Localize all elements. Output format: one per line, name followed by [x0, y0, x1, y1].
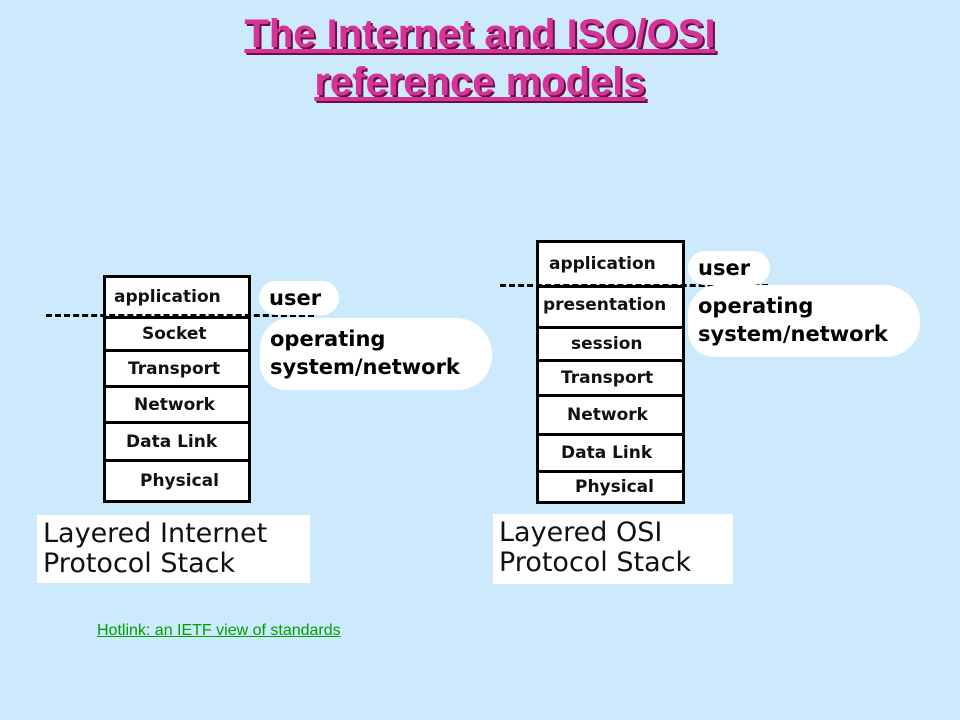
osi-user-kernel-boundary: [500, 284, 768, 287]
osi-layer-data-link: Data Link: [539, 436, 682, 470]
layer-label: presentation: [543, 295, 667, 315]
cloud-label-line2: system/network: [270, 355, 460, 379]
cloud-label-line1: operating: [698, 294, 814, 318]
cloud-label: user: [698, 256, 751, 280]
osi-layer-application: application: [539, 243, 682, 285]
osi-os-cloud: operating system/network: [688, 285, 920, 357]
slide-title-line2: reference models: [314, 60, 646, 104]
layer-label: Socket: [142, 324, 207, 344]
osi-protocol-stack: application presentation session Transpo…: [536, 240, 685, 504]
layer-label: session: [571, 334, 643, 354]
internet-user-kernel-boundary: [46, 314, 314, 317]
layer-label: Physical: [575, 477, 654, 497]
caption-line2: Protocol Stack: [43, 548, 236, 579]
layer-label: Transport: [128, 358, 221, 379]
cloud-label-line2: system/network: [698, 322, 888, 346]
internet-stack-caption: Layered Internet Protocol Stack: [37, 515, 310, 583]
layer-label: Network: [134, 394, 215, 415]
layer-label: application: [114, 287, 221, 307]
layer-label: Data Link: [561, 443, 653, 463]
ietf-standards-hotlink[interactable]: Hotlink: an IETF view of standards: [97, 622, 341, 639]
layer-label: Physical: [140, 471, 219, 491]
osi-layer-presentation: presentation: [539, 288, 682, 322]
internet-layer-application: application: [106, 278, 248, 316]
internet-os-cloud: operating system/network: [260, 318, 492, 390]
caption-line2: Protocol Stack: [499, 547, 692, 578]
layer-label: Network: [567, 405, 648, 425]
osi-user-cloud: user: [688, 251, 770, 285]
slide-title: The Internet and ISO/OSI reference model…: [0, 10, 960, 106]
osi-layer-network: Network: [539, 397, 682, 433]
internet-layer-socket: Socket: [106, 319, 248, 349]
slide-title-line1: The Internet and ISO/OSI: [244, 12, 716, 56]
caption-line1: Layered OSI: [499, 517, 663, 548]
osi-layer-transport: Transport: [539, 362, 682, 394]
internet-layer-network: Network: [106, 388, 248, 421]
osi-stack-caption: Layered OSI Protocol Stack: [493, 514, 733, 584]
internet-protocol-stack: application Socket Transport Network Dat…: [103, 275, 251, 503]
osi-layer-session: session: [539, 329, 682, 359]
layer-label: Data Link: [126, 431, 218, 452]
cloud-label: user: [269, 286, 322, 310]
osi-layer-physical: Physical: [539, 473, 682, 501]
layer-label: application: [549, 254, 656, 274]
internet-layer-data-link: Data Link: [106, 424, 248, 459]
internet-layer-transport: Transport: [106, 352, 248, 385]
caption-line1: Layered Internet: [43, 518, 268, 549]
cloud-label-line1: operating: [270, 327, 386, 351]
internet-user-cloud: user: [259, 281, 339, 315]
internet-layer-physical: Physical: [106, 462, 248, 500]
layer-label: Transport: [561, 368, 654, 388]
